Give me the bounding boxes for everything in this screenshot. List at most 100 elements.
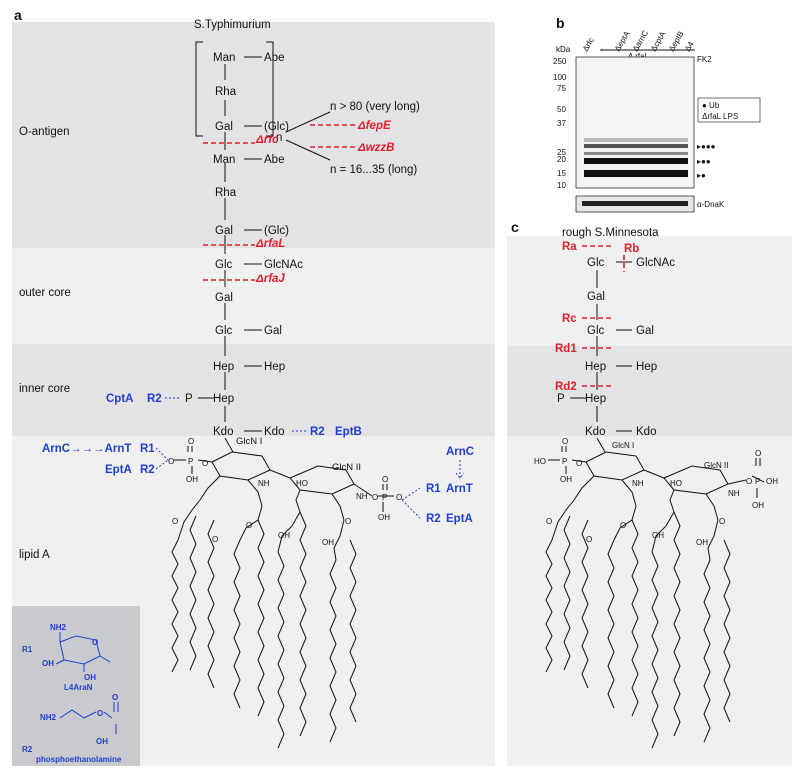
sugar-hep-2: Hep xyxy=(213,393,234,405)
mod-r2-left: R2 xyxy=(140,464,155,476)
sugar-man-1: Man xyxy=(213,52,235,64)
c-atom-oh-acyl-1: OH xyxy=(652,531,664,540)
blot-legend-box xyxy=(697,97,761,123)
region-lipid-a: lipid A xyxy=(19,549,50,561)
band-marker-2: ▸●● xyxy=(697,157,711,166)
glcn1-label: GlcN I xyxy=(236,436,262,447)
sugar-gal-core: Gal xyxy=(215,292,233,304)
lane-arnC: ΔarnC xyxy=(631,29,650,53)
chemotype-rc: Rc xyxy=(562,313,577,325)
lane-cptA: ΔcptA xyxy=(649,29,668,53)
sugar-glc-paren-2: (Glc) xyxy=(264,225,289,237)
chemotype-ra: Ra xyxy=(562,241,577,253)
sugar-rha-2: Rha xyxy=(215,187,237,199)
marker-250: 250 xyxy=(553,57,567,66)
band-markers: ▸●●● ▸●● ▸● xyxy=(697,142,716,180)
atom-p-right: P xyxy=(382,493,387,502)
panel-c-title: rough S.Minnesota xyxy=(562,227,659,239)
c-sugar-glc-1: Glc xyxy=(587,257,605,269)
legend-oh-1: OH xyxy=(42,659,54,668)
c-outer-core-region xyxy=(507,236,792,346)
c-lipid-a-region xyxy=(507,436,792,766)
atom-o-ester-2: O xyxy=(212,535,218,544)
c-atom-o-amide: O xyxy=(719,517,725,526)
mutant-rfaJ: ΔrfaJ xyxy=(255,273,285,285)
atom-oh-left: OH xyxy=(186,475,198,484)
blot-fk2 xyxy=(575,56,695,189)
mutant-fepE: ΔfepE xyxy=(357,120,391,132)
atom-o-top-right: O xyxy=(382,475,388,484)
c-sugar-kdo-2: Kdo xyxy=(636,426,656,438)
c-atom-oh-left: OH xyxy=(560,475,572,484)
sugar-rha-1: Rha xyxy=(215,86,237,98)
legend-o-pea: O xyxy=(97,709,103,718)
c-atom-ho-left: HO xyxy=(534,457,546,466)
mutant-wzzB: ΔwzzB xyxy=(357,142,394,154)
marker-37: 37 xyxy=(557,119,566,128)
mod-eptB: EptB xyxy=(335,426,362,438)
marker-15: 15 xyxy=(557,169,566,178)
sugar-chain-c xyxy=(570,261,632,453)
atom-o-link-left: O xyxy=(202,459,208,468)
l4aran-structure xyxy=(55,632,111,672)
mod-r1-right: R1 xyxy=(426,483,441,495)
c-atom-nh-left: NH xyxy=(632,479,644,488)
n-line-down xyxy=(285,139,331,161)
mutant-rfc: Δrfc xyxy=(255,134,279,146)
band-dnak xyxy=(582,201,688,206)
sugar-abe-2: Abe xyxy=(264,154,284,166)
very-long-chain: n > 80 (very long) xyxy=(330,101,420,113)
mod-eptA-right: EptA xyxy=(446,513,473,525)
atom-oh-right: OH xyxy=(378,513,390,522)
sugar-glcnac: GlcNAc xyxy=(264,259,303,271)
legend-o-pea-top: O xyxy=(112,693,118,702)
marker-20: 20 xyxy=(557,155,566,164)
o-antigen-region xyxy=(12,22,495,248)
chemotype-lines xyxy=(582,245,625,387)
band-ub2 xyxy=(584,158,688,164)
c-sugar-hep-3: Hep xyxy=(585,393,606,405)
c-sugar-kdo-1: Kdo xyxy=(585,426,605,438)
rfaL-group-label: Δ rfaL xyxy=(628,52,649,61)
c-atom-o-link-right: O xyxy=(746,477,752,486)
sugar-glc-paren-1: (Glc) xyxy=(264,121,289,133)
c-atom-oh-right-2: OH xyxy=(752,501,764,510)
glcn2-label: GlcN II xyxy=(332,462,361,473)
c-sugar-hep-1: Hep xyxy=(585,361,606,373)
mod-r1-left: R1 xyxy=(140,443,155,455)
c-atom-o-ester-3: O xyxy=(620,521,626,530)
marker-75: 75 xyxy=(557,84,566,93)
atom-o-amide: O xyxy=(345,517,351,526)
legend-l4aran: L4AraN xyxy=(64,683,93,692)
panel-c-label: c xyxy=(511,219,519,235)
atom-o-ester-1: O xyxy=(172,517,178,526)
band-high xyxy=(584,138,688,142)
chemotype-rb: Rb xyxy=(624,243,639,255)
n-line-up xyxy=(285,111,331,133)
kda-label: kDa xyxy=(556,45,571,54)
c-glcn2-label: GlcN II xyxy=(704,461,728,470)
mod-cptA: CptA xyxy=(106,393,133,405)
blot-legend-ub: ● Ub xyxy=(702,101,720,110)
sugar-glc-outer: Glc xyxy=(215,259,233,271)
chemotype-rd2: Rd2 xyxy=(555,381,577,393)
band-lps xyxy=(584,152,688,155)
region-inner-core: inner core xyxy=(19,383,70,395)
lane-wt: - xyxy=(597,46,606,53)
sugar-kdo-1: Kdo xyxy=(213,426,233,438)
phosphate-p: P xyxy=(185,393,193,405)
atom-nh-right: NH xyxy=(356,492,368,501)
sugar-gal-1: Gal xyxy=(215,121,233,133)
c-atom-o-top-right: O xyxy=(755,449,761,458)
mod-arnC-arnT: ArnC→→→ArnT xyxy=(42,443,131,455)
legend-phosphoethanolamine: phosphoethanolamine xyxy=(36,755,122,764)
atom-o-top-left: O xyxy=(188,437,194,446)
c-atom-nh-right: NH xyxy=(728,489,740,498)
c-sugar-gal-2: Gal xyxy=(636,325,654,337)
atom-ho: HO xyxy=(296,479,308,488)
atom-o-link-right: O xyxy=(372,493,378,502)
marker-ticks: 250 100 75 50 37 25 20 15 10 xyxy=(553,57,567,190)
c-atom-oh-right-1: OH xyxy=(766,477,778,486)
panel-a-title: S.Typhimurium xyxy=(194,19,271,31)
inner-core-region xyxy=(12,344,495,436)
